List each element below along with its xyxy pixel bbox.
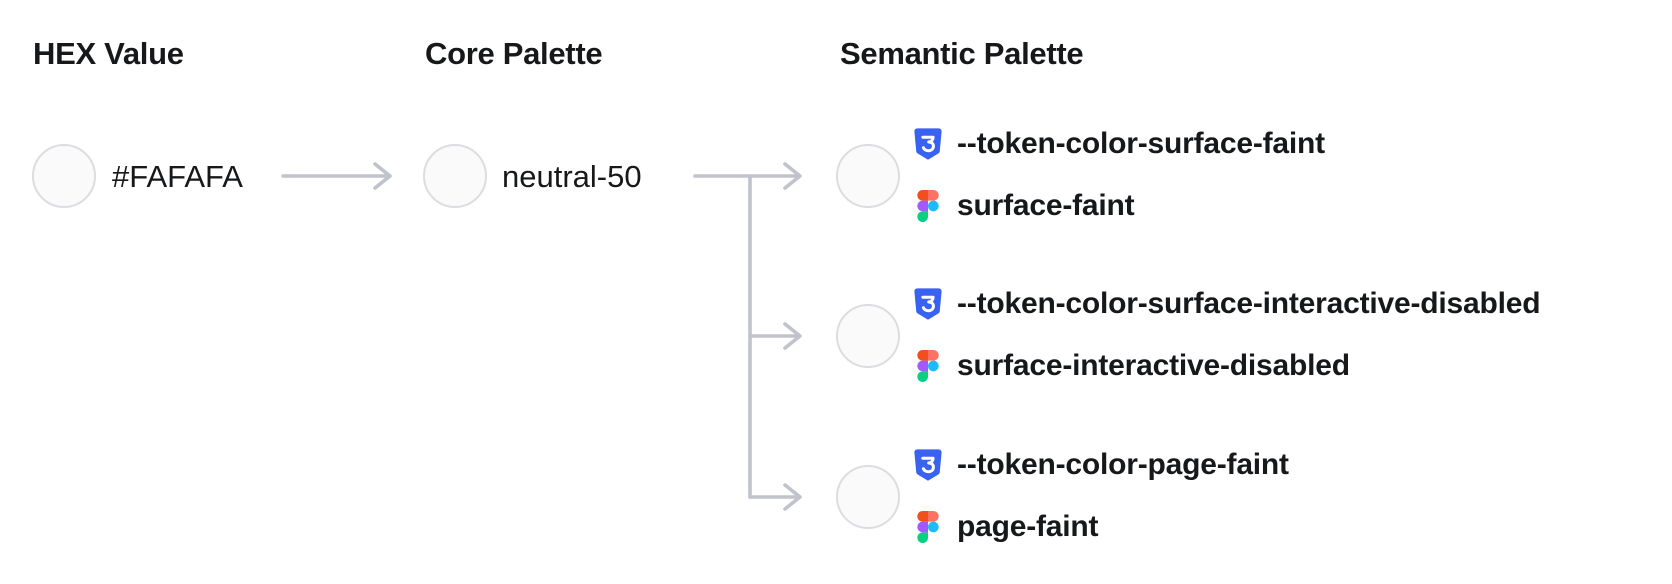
color-swatch-core [423,144,487,208]
css3-shield-icon [914,128,942,160]
color-swatch-semantic [836,304,900,368]
figma-style-name: surface-interactive-disabled [957,349,1350,382]
semantic-token-row: --token-color-surface-faint surface-fain… [914,127,1325,223]
css-token-line: --token-color-surface-interactive-disabl… [914,287,1541,321]
arrow-hex-to-core [281,162,392,190]
arrow-core-to-semantic-tree [693,162,802,511]
css3-shield-icon [914,288,942,320]
css-token-line: --token-color-surface-faint [914,127,1325,161]
figma-style-name: page-faint [957,510,1099,543]
figma-style-line: surface-interactive-disabled [914,349,1540,383]
hex-value-label: #FAFAFA [112,159,243,194]
color-swatch-semantic [836,465,900,529]
figma-style-line: surface-faint [914,189,1325,223]
core-palette-label: neutral-50 [502,159,642,194]
figma-style-line: page-faint [914,510,1289,544]
css-token-name: --token-color-page-faint [957,448,1289,481]
color-swatch-semantic [836,144,900,208]
column-header-semantic-palette: Semantic Palette [840,36,1084,71]
css-token-line: --token-color-page-faint [914,448,1289,482]
figma-style-name: surface-faint [957,189,1135,222]
color-swatch-hex [32,144,96,208]
figma-logo-icon [914,190,942,222]
css3-shield-icon [914,449,942,481]
css-token-name: --token-color-surface-faint [957,127,1325,160]
figma-logo-icon [914,350,942,382]
css-token-name: --token-color-surface-interactive-disabl… [957,287,1541,320]
figma-logo-icon [914,511,942,543]
column-header-hex-value: HEX Value [33,36,184,71]
semantic-token-row: --token-color-page-faint page-faint [914,448,1289,544]
column-header-core-palette: Core Palette [425,36,603,71]
semantic-token-row: --token-color-surface-interactive-disabl… [914,287,1541,383]
